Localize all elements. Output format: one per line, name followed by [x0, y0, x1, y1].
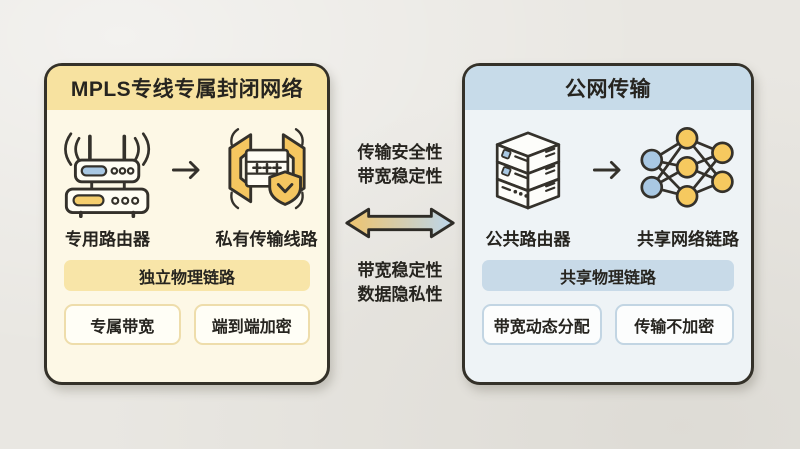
icon-label: 共享网络链路 [637, 230, 739, 249]
icon-label: 专用路由器 [65, 230, 150, 249]
shared-network-graph-icon [632, 122, 744, 223]
private-line-item: 私有传输线路 [206, 122, 327, 250]
advantage-text-bottom: 带宽稳定性 数据隐私性 [357, 261, 443, 304]
dedicated-router-item: 专用路由器 [47, 122, 168, 250]
public-network-panel: 公网传输 [462, 63, 754, 385]
badge: 端到端加密 [193, 304, 310, 345]
right-arrow-icon [170, 158, 204, 187]
public-server-icon [472, 122, 584, 223]
advantage-text-top: 传输安全性 带宽稳定性 [357, 143, 443, 186]
icon-label: 公共路由器 [485, 230, 571, 249]
public-network-panel-title: 公网传输 [465, 66, 751, 110]
double-headed-gradient-arrow-icon [339, 204, 461, 247]
mpls-link-band: 独立物理链路 [64, 260, 310, 291]
comparison-center: 传输安全性 带宽稳定性 带宽稳定性 数据隐私性 [330, 63, 470, 307]
right-arrow-icon [591, 158, 625, 187]
private-line-shield-icon [211, 122, 323, 223]
dedicated-router-icon [52, 122, 164, 223]
public-badges: 带宽动态分配 传输不加密 [482, 304, 734, 345]
badge: 带宽动态分配 [482, 304, 602, 345]
public-link-band: 共享物理链路 [482, 260, 734, 291]
icon-label: 私有传输线路 [215, 230, 318, 249]
shared-network-item: 共享网络链路 [627, 122, 749, 250]
mpls-icons-row: 专用路由器 [47, 122, 327, 250]
public-icons-row: 公共路由器 [465, 122, 751, 250]
mpls-badges: 专属带宽 端到端加密 [64, 304, 310, 345]
public-server-item: 公共路由器 [467, 122, 589, 250]
badge: 传输不加密 [614, 304, 734, 345]
badge: 专属带宽 [64, 304, 181, 345]
mpls-panel-title: MPLS专线专属封闭网络 [47, 66, 327, 110]
mpls-panel: MPLS专线专属封闭网络 [44, 63, 330, 385]
